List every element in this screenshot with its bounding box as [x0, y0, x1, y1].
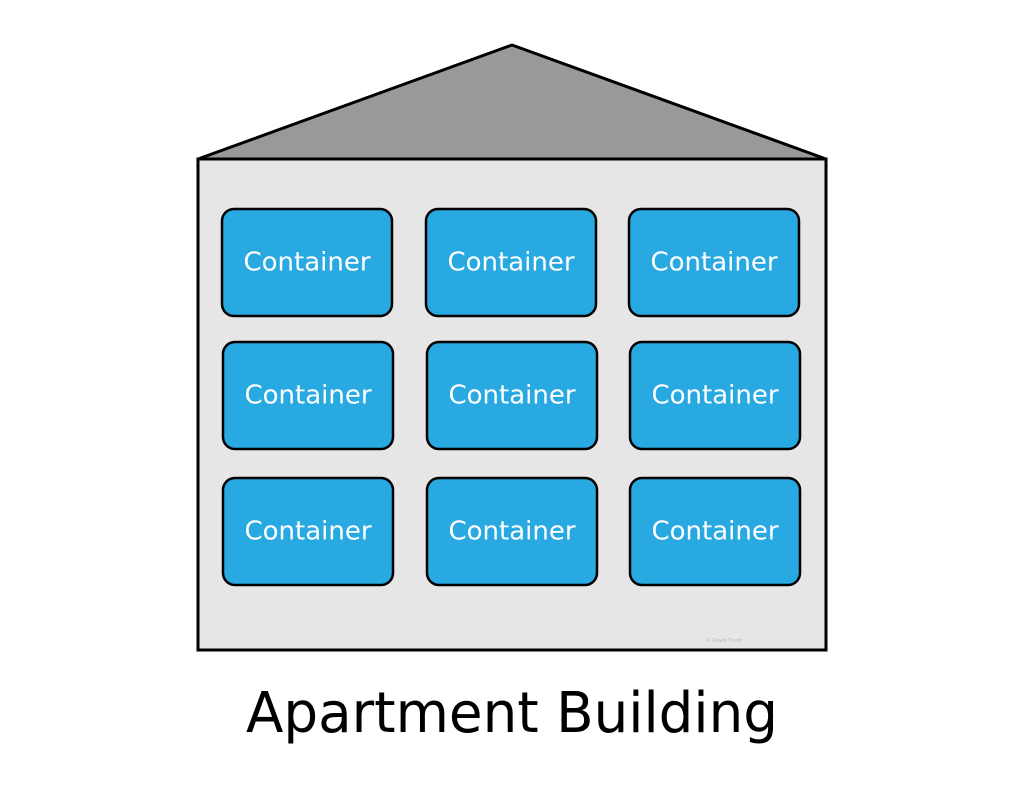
roof — [196, 43, 828, 161]
container-label: Container — [651, 381, 778, 411]
container-9: Container — [628, 476, 802, 587]
diagram-caption: Apartment Building — [246, 681, 778, 746]
container-box — [424, 207, 598, 318]
container-5: Container — [425, 340, 599, 451]
container-label: Container — [448, 381, 575, 411]
container-box — [221, 340, 395, 451]
container-label: Container — [651, 517, 778, 547]
container-4: Container — [221, 340, 395, 451]
credit-text: © David Truntl — [706, 637, 743, 644]
container-7: Container — [221, 476, 395, 587]
container-label: Container — [244, 381, 371, 411]
container-3: Container — [627, 207, 801, 318]
container-box — [220, 207, 394, 318]
container-box — [425, 476, 599, 587]
container-label: Container — [243, 248, 370, 278]
container-6: Container — [628, 340, 802, 451]
container-box — [425, 340, 599, 451]
container-box — [221, 476, 395, 587]
container-label: Container — [244, 517, 371, 547]
container-label: Container — [650, 248, 777, 278]
container-box — [628, 476, 802, 587]
container-box — [627, 207, 801, 318]
container-label: Container — [448, 517, 575, 547]
container-label: Container — [447, 248, 574, 278]
container-2: Container — [424, 207, 598, 318]
container-box — [628, 340, 802, 451]
container-8: Container — [425, 476, 599, 587]
container-1: Container — [220, 207, 394, 318]
